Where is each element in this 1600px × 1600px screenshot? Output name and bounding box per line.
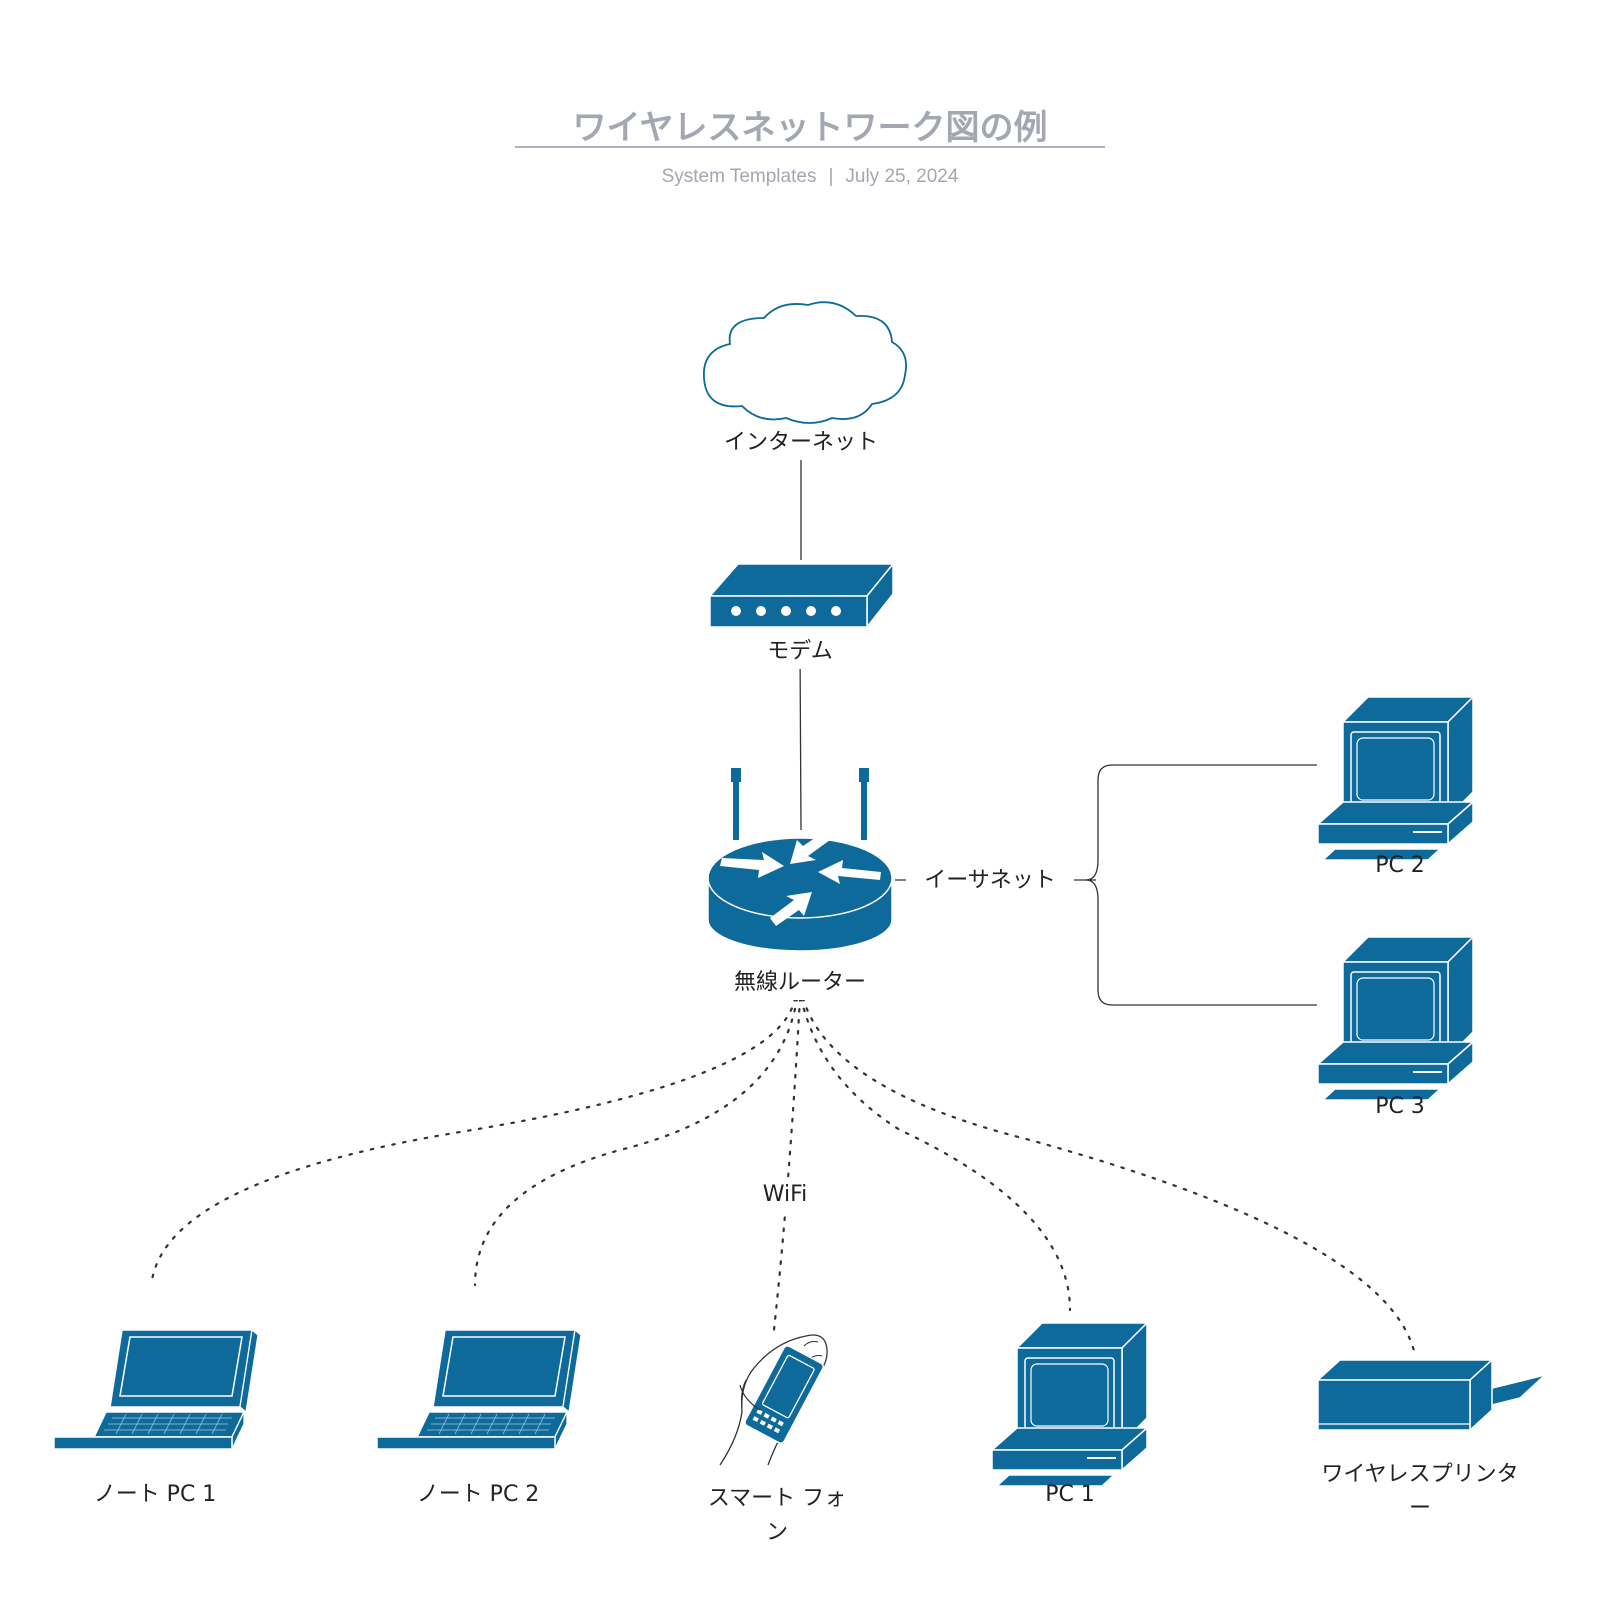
edge-label-ethernet: イーサネット [906, 864, 1074, 898]
node-label-router: 無線ルーター [700, 966, 900, 1000]
node-label-laptop2: ノート PC 2 [416, 1482, 540, 1507]
wifi-link-pc1 [799, 996, 1072, 1312]
cloud-icon [703, 301, 907, 424]
pc1-icon [991, 1322, 1148, 1487]
wireless-router-icon [707, 768, 893, 952]
node-label-pc2: PC 2 [1375, 853, 1425, 878]
wifi-link-printer [801, 996, 1417, 1357]
subtitle-author: System Templates [661, 166, 817, 187]
node-label-printer: ワイヤレスプリンター [1321, 1462, 1519, 1521]
node-label-pc3: PC 3 [1375, 1094, 1425, 1119]
wifi-link-laptop1 [150, 996, 797, 1282]
pc2-icon [1317, 696, 1474, 861]
laptop1-icon [53, 1329, 259, 1450]
node-label-pc1: PC 1 [1045, 1482, 1095, 1507]
node-label-modem: モデム [750, 635, 850, 669]
printer-icon [1316, 1358, 1546, 1432]
modem-icon [708, 561, 895, 630]
wifi-link-laptop2 [473, 996, 799, 1287]
edge-ethernet-bracket [1085, 764, 1317, 1006]
edge-label-wifi: WiFi [750, 1178, 820, 1212]
pc3-icon [1317, 936, 1474, 1101]
edge-modem-router [799, 645, 802, 831]
node-label-internet: インターネット [703, 426, 899, 460]
page-subtitle: System Templates | July 25, 2024 [515, 166, 1105, 188]
node-label-smartphone: スマート フォン [707, 1486, 847, 1545]
wifi-link-smartphone [772, 996, 802, 1332]
node-label-laptop1: ノート PC 1 [93, 1482, 217, 1507]
smartphone-in-hand-icon [719, 1334, 828, 1466]
subtitle-separator: | [828, 166, 834, 187]
page-title: ワイヤレスネットワーク図の例 [572, 108, 1048, 148]
subtitle-date: July 25, 2024 [845, 166, 959, 187]
laptop2-icon [376, 1329, 582, 1450]
title-underline [515, 146, 1105, 148]
